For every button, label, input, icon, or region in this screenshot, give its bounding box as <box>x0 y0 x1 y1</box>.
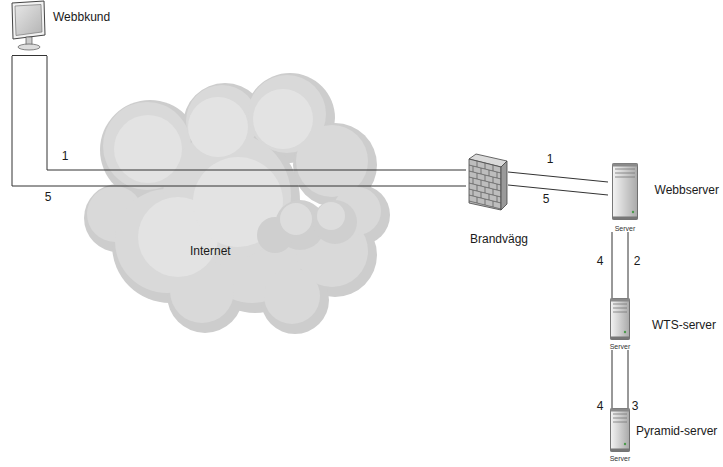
internet-cloud: Internet <box>80 70 395 340</box>
callout-number: 4 <box>597 400 604 414</box>
connector-line <box>628 232 629 298</box>
node-label: Brandvägg <box>470 233 528 247</box>
server-symbol <box>607 408 633 462</box>
cloud-symbol <box>80 70 395 340</box>
node-label: Webbserver <box>655 184 719 198</box>
connector-line <box>628 350 629 408</box>
node-label: Webbkund <box>53 11 110 25</box>
connector-line <box>612 232 613 298</box>
icon-caption: Server <box>615 225 636 232</box>
node-label: WTS-server <box>652 319 716 333</box>
callout-number: 1 <box>62 150 69 164</box>
cloud-label: Internet <box>190 245 231 259</box>
connector-line <box>612 350 613 408</box>
server-icon: WebbserverServer <box>608 163 642 232</box>
client-computer: Webbkund <box>8 0 50 56</box>
server-symbol <box>608 163 642 232</box>
server-icon: Pyramid-serverServer <box>607 408 633 462</box>
callout-number: 5 <box>543 193 550 207</box>
monitor-symbol <box>8 0 50 56</box>
callout-number: 1 <box>547 153 554 167</box>
firewall-icon: Brandvägg <box>466 152 508 212</box>
server-symbol <box>607 298 633 350</box>
server-icon: WTS-serverServer <box>607 298 633 350</box>
icon-caption: Server <box>610 343 631 350</box>
firewall-symbol <box>466 152 508 212</box>
callout-number: 3 <box>632 400 639 414</box>
callout-number: 4 <box>597 255 604 269</box>
callout-number: 5 <box>45 191 52 205</box>
icon-caption: Server <box>610 455 631 462</box>
node-label: Pyramid-server <box>636 425 717 439</box>
connector-line <box>508 172 608 182</box>
callout-number: 2 <box>634 255 641 269</box>
connector-line <box>508 185 608 195</box>
